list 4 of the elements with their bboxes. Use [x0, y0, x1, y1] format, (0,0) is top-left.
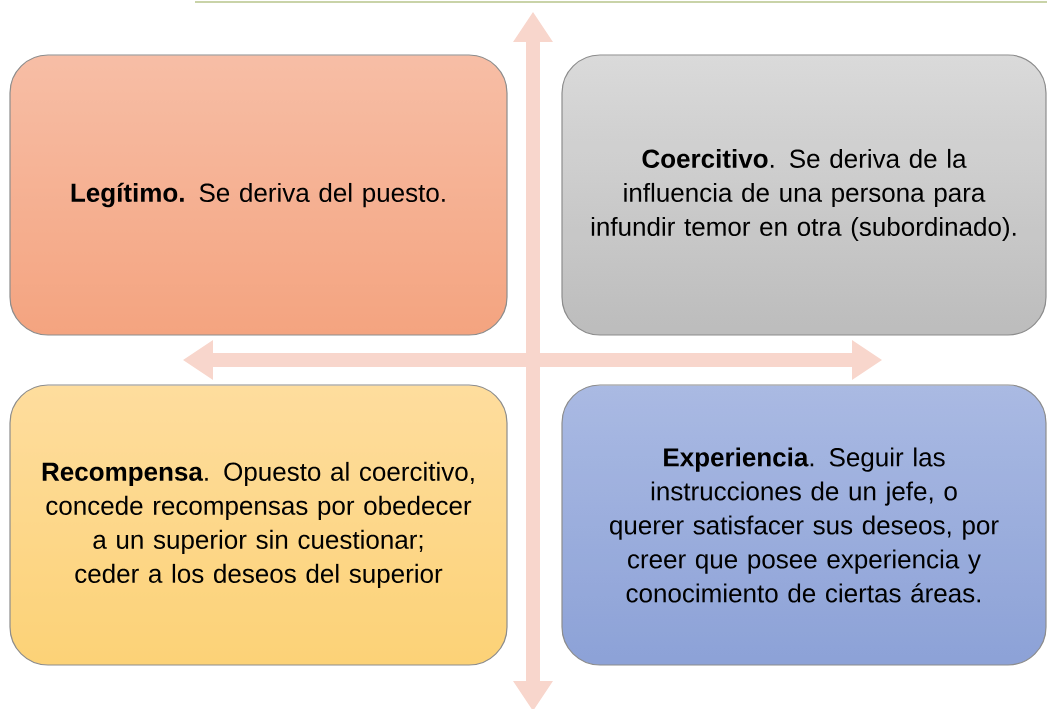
- text-box: Recompensa. Opuesto al coercitivo, concede recompensas por obedecer a un superior sin cuestionar; ceder a los deseos del superior: [9, 384, 508, 666]
- text-box: Experiencia. Seguir las instrucciones de un jefe, o querer satisfacer sus deseos, por creer que posee experiencia y conocimiento de ciertas áreas.: [561, 384, 1047, 666]
- text-box: Coercitivo. Se deriva de la influencia de una persona para infundir temor en otra (subordinado).: [561, 54, 1047, 336]
- text-box: Legítimo. Se deriva del puesto.: [9, 54, 508, 336]
